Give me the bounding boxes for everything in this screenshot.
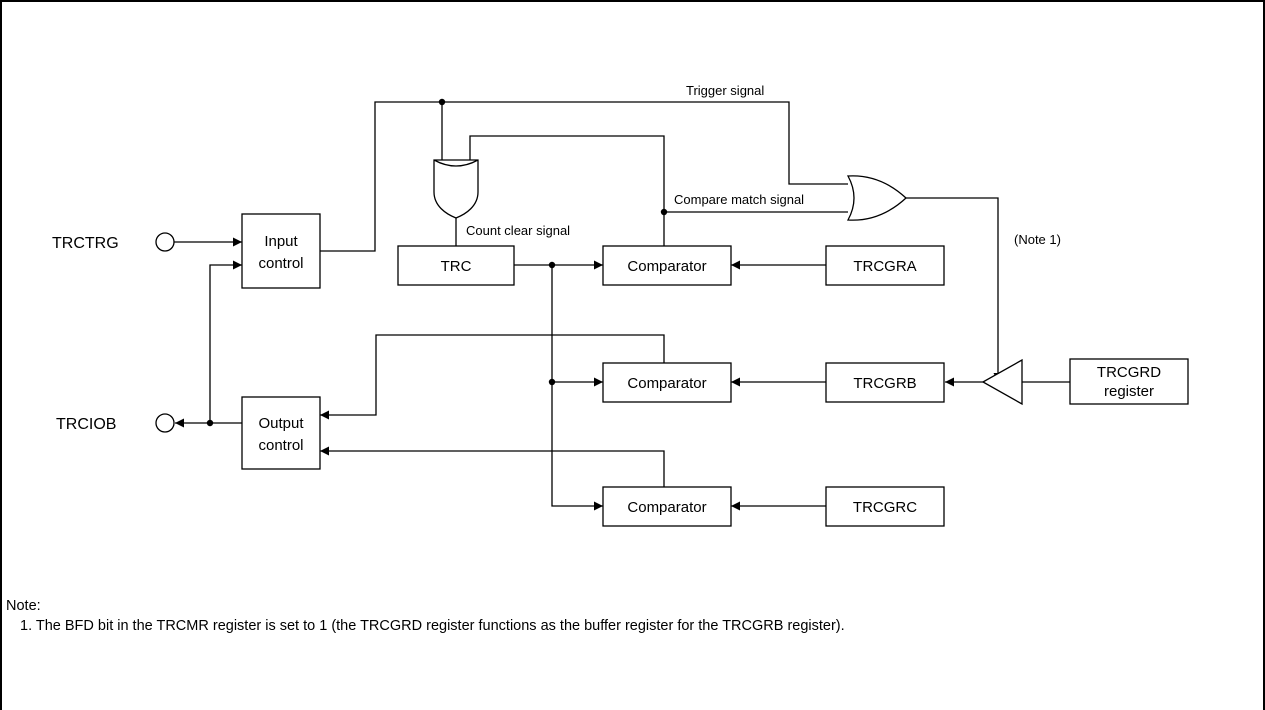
trciob-pin-icon [155,413,175,433]
trciob-pin-label: TRCIOB [56,416,116,433]
junction-dot [548,261,556,269]
output-control-label-line2: control [258,437,303,454]
comparator-a-block: Comparator [602,245,732,286]
wire-trciob-to-input [209,260,242,423]
trcgra-label: TRCGRA [853,258,916,275]
wire-comparator-c-to-output [320,446,665,487]
wire-trigger-signal [320,101,848,252]
comparator-c-label: Comparator [627,499,706,516]
junction-dot [438,98,446,106]
wire-match-to-clear [469,135,665,212]
trcgrd-label-line2: register [1104,383,1154,400]
buffer-triangle [981,358,1023,406]
trc-label: TRC [441,258,472,275]
trctrg-pin-label: TRCTRG [52,235,119,252]
figure-note: Note: 1. The BFD bit in the TRCMR regist… [6,596,845,636]
note-item-1: 1. The BFD bit in the TRCMR register is … [20,618,845,634]
wire-trc-bus [551,265,603,511]
output-control-block: Output control [241,396,321,470]
trctrg-pin-icon [155,232,175,252]
wire-or-to-buffer [906,197,1003,382]
junction-dot [548,378,556,386]
trcgrc-label: TRCGRC [853,499,917,516]
comparator-c-block: Comparator [602,486,732,527]
trcgra-block: TRCGRA [825,245,945,286]
junction-dot [206,419,214,427]
comparator-b-label: Comparator [627,375,706,392]
input-control-label-line2: control [258,255,303,272]
note-1-reference: (Note 1) [1014,232,1061,247]
count-clear-or-gate [433,159,479,219]
note-heading: Note: [6,598,41,614]
wire-comparator-b-to-output [320,334,665,420]
compare-match-or-gate [846,175,907,221]
trigger-signal-label: Trigger signal [686,83,764,98]
trcgrd-label-line1: TRCGRD [1097,364,1161,381]
trcgrb-block: TRCGRB [825,362,945,403]
trcgrd-register-block: TRCGRD register [1069,358,1189,405]
comparator-a-label: Comparator [627,258,706,275]
trcgrb-label: TRCGRB [853,375,916,392]
output-control-label-line1: Output [258,415,304,432]
comparator-b-block: Comparator [602,362,732,403]
compare-match-signal-label: Compare match signal [674,192,804,207]
junction-dot [660,208,668,216]
trcgrc-block: TRCGRC [825,486,945,527]
input-control-block: Input control [241,213,321,289]
count-clear-signal-label: Count clear signal [466,223,570,238]
trc-block: TRC [397,245,515,286]
input-control-label-line1: Input [264,233,298,250]
wire-compare-match [663,211,848,246]
